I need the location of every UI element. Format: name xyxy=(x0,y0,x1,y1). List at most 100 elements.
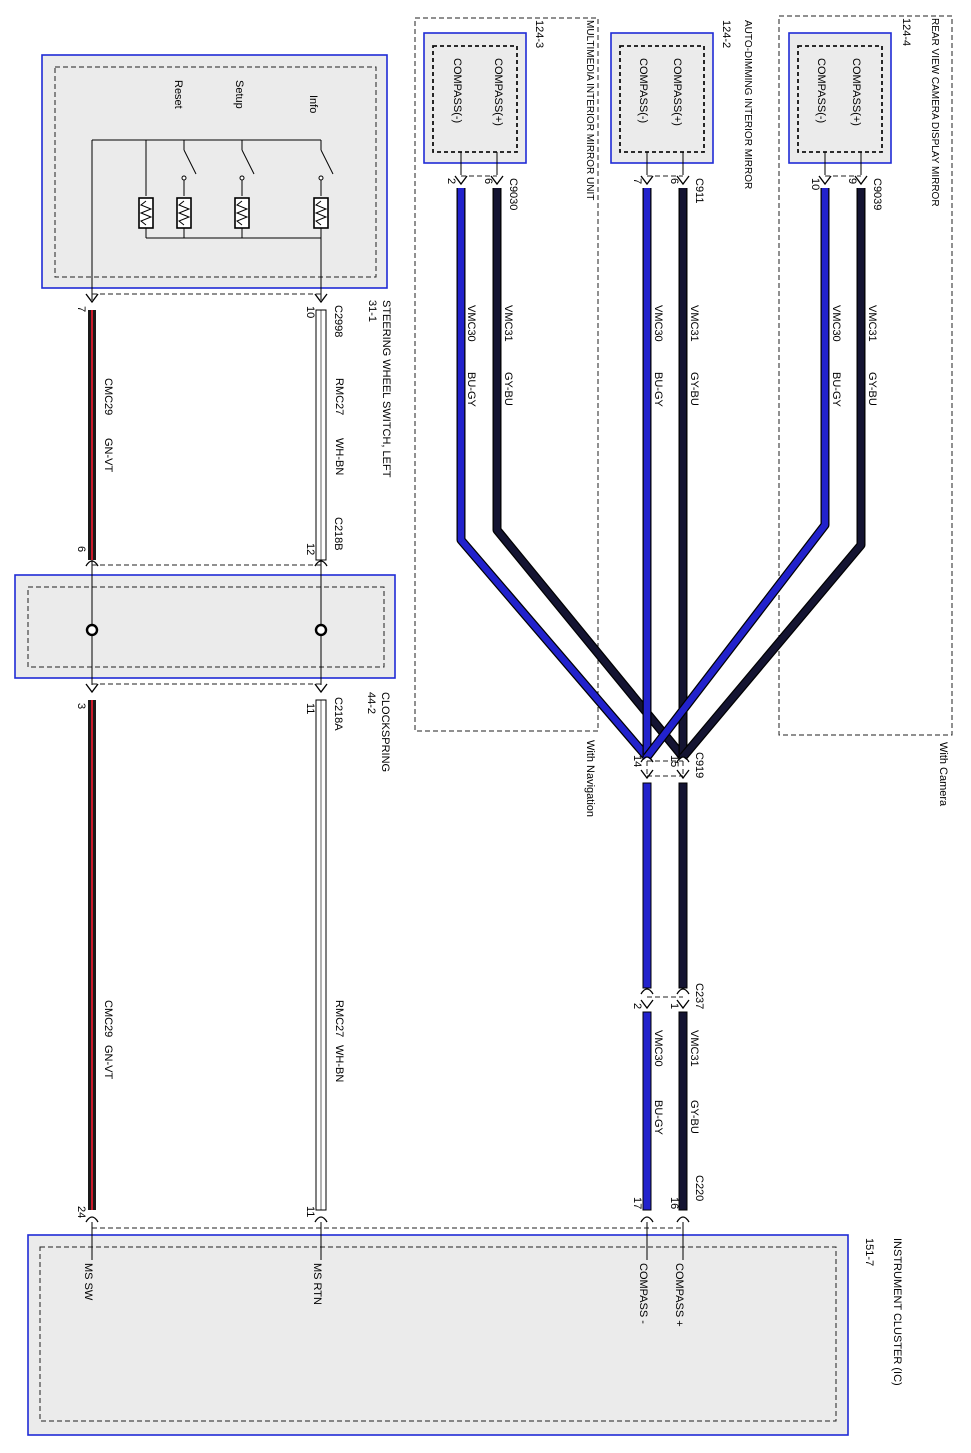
connector-id: C9039 xyxy=(871,178,883,210)
pin-number: 2 xyxy=(631,1003,643,1009)
resistor-icon xyxy=(138,197,154,229)
pin-number: 7 xyxy=(631,178,643,184)
wire-color-label: BU-GY xyxy=(465,372,477,408)
pin-label-compass-minus: COMPASS(-) xyxy=(815,58,827,123)
connector-c9030: C9030 6 2 xyxy=(445,175,519,210)
wire-circuit-label: VMC30 xyxy=(652,1030,664,1067)
component-title: INSTRUMENT CLUSTER (IC) xyxy=(891,1238,903,1386)
wire-color-label: GN-VT xyxy=(102,438,114,473)
connector-id: C2998 xyxy=(332,305,344,337)
mirror-camera: COMPASS(+) COMPASS(-) REAR VIEW CAMERA D… xyxy=(788,18,940,207)
component-title: CLOCKSPRING xyxy=(379,692,391,772)
connector-c218b: C218B 12 6 xyxy=(75,517,344,567)
component-title: REAR VIEW CAMERA DISPLAY MIRROR xyxy=(929,18,940,207)
connector-c2998: C2998 10 7 xyxy=(75,293,344,337)
pin-number: 12 xyxy=(304,543,316,555)
pin-number: 10 xyxy=(809,178,821,190)
connector-id: C218B xyxy=(332,517,344,551)
pin-label-compass-minus: COMPASS(-) xyxy=(637,58,649,123)
wire-circuit-label: VMC30 xyxy=(465,305,477,342)
pin-number: 9 xyxy=(846,178,858,184)
wire-circuit-label: RMC27 xyxy=(333,378,345,415)
pin-number: 3 xyxy=(75,703,87,709)
compass-wire-labels-upper: VMC31 GY-BU VMC30 BU-GY VMC31 GY-BU VMC3… xyxy=(465,305,878,408)
wire-circuit-label: VMC31 xyxy=(502,305,514,342)
pin-number: 14 xyxy=(631,755,643,767)
wire-color-label: WH-BN xyxy=(333,438,345,475)
wire-color-label: BU-GY xyxy=(652,1100,664,1136)
mirror-stubs xyxy=(460,152,862,175)
wire-cmc29-lower: CMC29 GN-VT xyxy=(88,700,114,1210)
wire-circuit-label: CMC29 xyxy=(102,378,114,415)
connector-c218a: C218A 11 3 xyxy=(75,683,344,731)
pin-label-compass-minus: COMPASS - xyxy=(637,1263,649,1324)
compass-wire-bundle xyxy=(456,188,866,760)
connector-id: C919 xyxy=(693,752,705,778)
option-group-camera: With Camera xyxy=(778,15,953,807)
compass-wires-lower: VMC31 GY-BU VMC30 BU-GY xyxy=(642,1011,700,1211)
clockspring: CLOCKSPRING 44-2 xyxy=(14,566,396,772)
steering-wheel-switch: Reset Setup Info STEERING WHEEL SWITCH, … xyxy=(41,54,392,478)
component-title: MULTIMEDIA INTERIOR MIRROR UNIT xyxy=(584,20,595,200)
option-label: With Camera xyxy=(937,742,949,807)
wire-circuit-label: VMC31 xyxy=(688,305,700,342)
pin-number: 11 xyxy=(304,1206,316,1217)
connector-id: C9030 xyxy=(507,178,519,210)
option-label: With Navigation xyxy=(584,740,596,817)
component-ref: 31-1 xyxy=(366,300,378,322)
pin-label-compass-plus: COMPASS(+) xyxy=(492,58,504,126)
connector-c919: C919 15 14 xyxy=(631,752,705,780)
wire-circuit-label: VMC30 xyxy=(830,305,842,342)
wire-color-label: WH-BN xyxy=(333,1045,345,1082)
connector-id: C911 xyxy=(693,178,705,203)
pin-label-compass-plus: COMPASS + xyxy=(673,1263,685,1327)
wire-rmc27-lower: RMC27 WH-BN xyxy=(315,699,345,1211)
connector-id: C218A xyxy=(332,697,344,731)
wire-color-label: GN-VT xyxy=(102,1045,114,1080)
pin-number: 11 xyxy=(304,703,316,714)
connector-id: C237 xyxy=(693,983,705,1009)
pin-number: 24 xyxy=(75,1206,87,1218)
resistor-icon xyxy=(313,197,329,229)
pin-number: 2 xyxy=(445,178,457,184)
pin-label-ms-rtn: MS RTN xyxy=(311,1263,323,1305)
component-ref: 124-4 xyxy=(900,18,912,46)
component-ref: 44-2 xyxy=(365,692,377,714)
pin-number: 6 xyxy=(75,546,87,552)
wire-circuit-label: RMC27 xyxy=(333,1000,345,1037)
wire-color-label: GY-BU xyxy=(866,372,878,406)
mirror-autodim: COMPASS(+) COMPASS(-) AUTO-DIMMING INTER… xyxy=(610,20,753,189)
connector-id: C220 xyxy=(693,1175,705,1201)
pin-number: 6 xyxy=(668,178,680,184)
wire-color-label: BU-GY xyxy=(652,372,664,408)
resistor-icon xyxy=(234,197,250,229)
pin-label-compass-plus: COMPASS(+) xyxy=(850,58,862,126)
resistor-icon xyxy=(176,197,192,229)
pin-label-compass-plus: COMPASS(+) xyxy=(671,58,683,126)
button-label-reset: Reset xyxy=(172,80,184,109)
wire-color-label: GY-BU xyxy=(502,372,514,406)
wire-cmc29-upper: CMC29 GN-VT xyxy=(88,310,114,560)
pin-number: 10 xyxy=(304,306,316,318)
wire-rmc27-upper: RMC27 WH-BN xyxy=(315,309,345,561)
component-title: AUTO-DIMMING INTERIOR MIRROR xyxy=(742,20,753,189)
instrument-cluster: COMPASS + COMPASS - MS RTN MS SW INSTRUM… xyxy=(27,1222,903,1436)
component-ref: 124-2 xyxy=(720,20,732,48)
mirror-multimedia: COMPASS(+) COMPASS(-) MULTIMEDIA INTERIO… xyxy=(423,20,595,200)
wire-color-label: GY-BU xyxy=(688,372,700,406)
wire-circuit-label: VMC31 xyxy=(866,305,878,342)
component-ref: 124-3 xyxy=(533,20,545,48)
connector-c220: C220 16 17 11 24 xyxy=(75,1175,705,1229)
pin-number: 16 xyxy=(668,1197,680,1209)
wire-color-label: BU-GY xyxy=(830,372,842,408)
pin-label-compass-minus: COMPASS(-) xyxy=(451,58,463,123)
connector-c911: C911 6 7 xyxy=(631,175,705,203)
option-group-navigation: With Navigation xyxy=(414,17,599,817)
pin-number: 7 xyxy=(75,306,87,312)
wire-circuit-label: VMC31 xyxy=(688,1030,700,1067)
wire-circuit-label: CMC29 xyxy=(102,1000,114,1037)
button-label-setup: Setup xyxy=(233,80,245,109)
button-label-info: Info xyxy=(307,95,319,113)
pin-number: 17 xyxy=(631,1197,643,1209)
